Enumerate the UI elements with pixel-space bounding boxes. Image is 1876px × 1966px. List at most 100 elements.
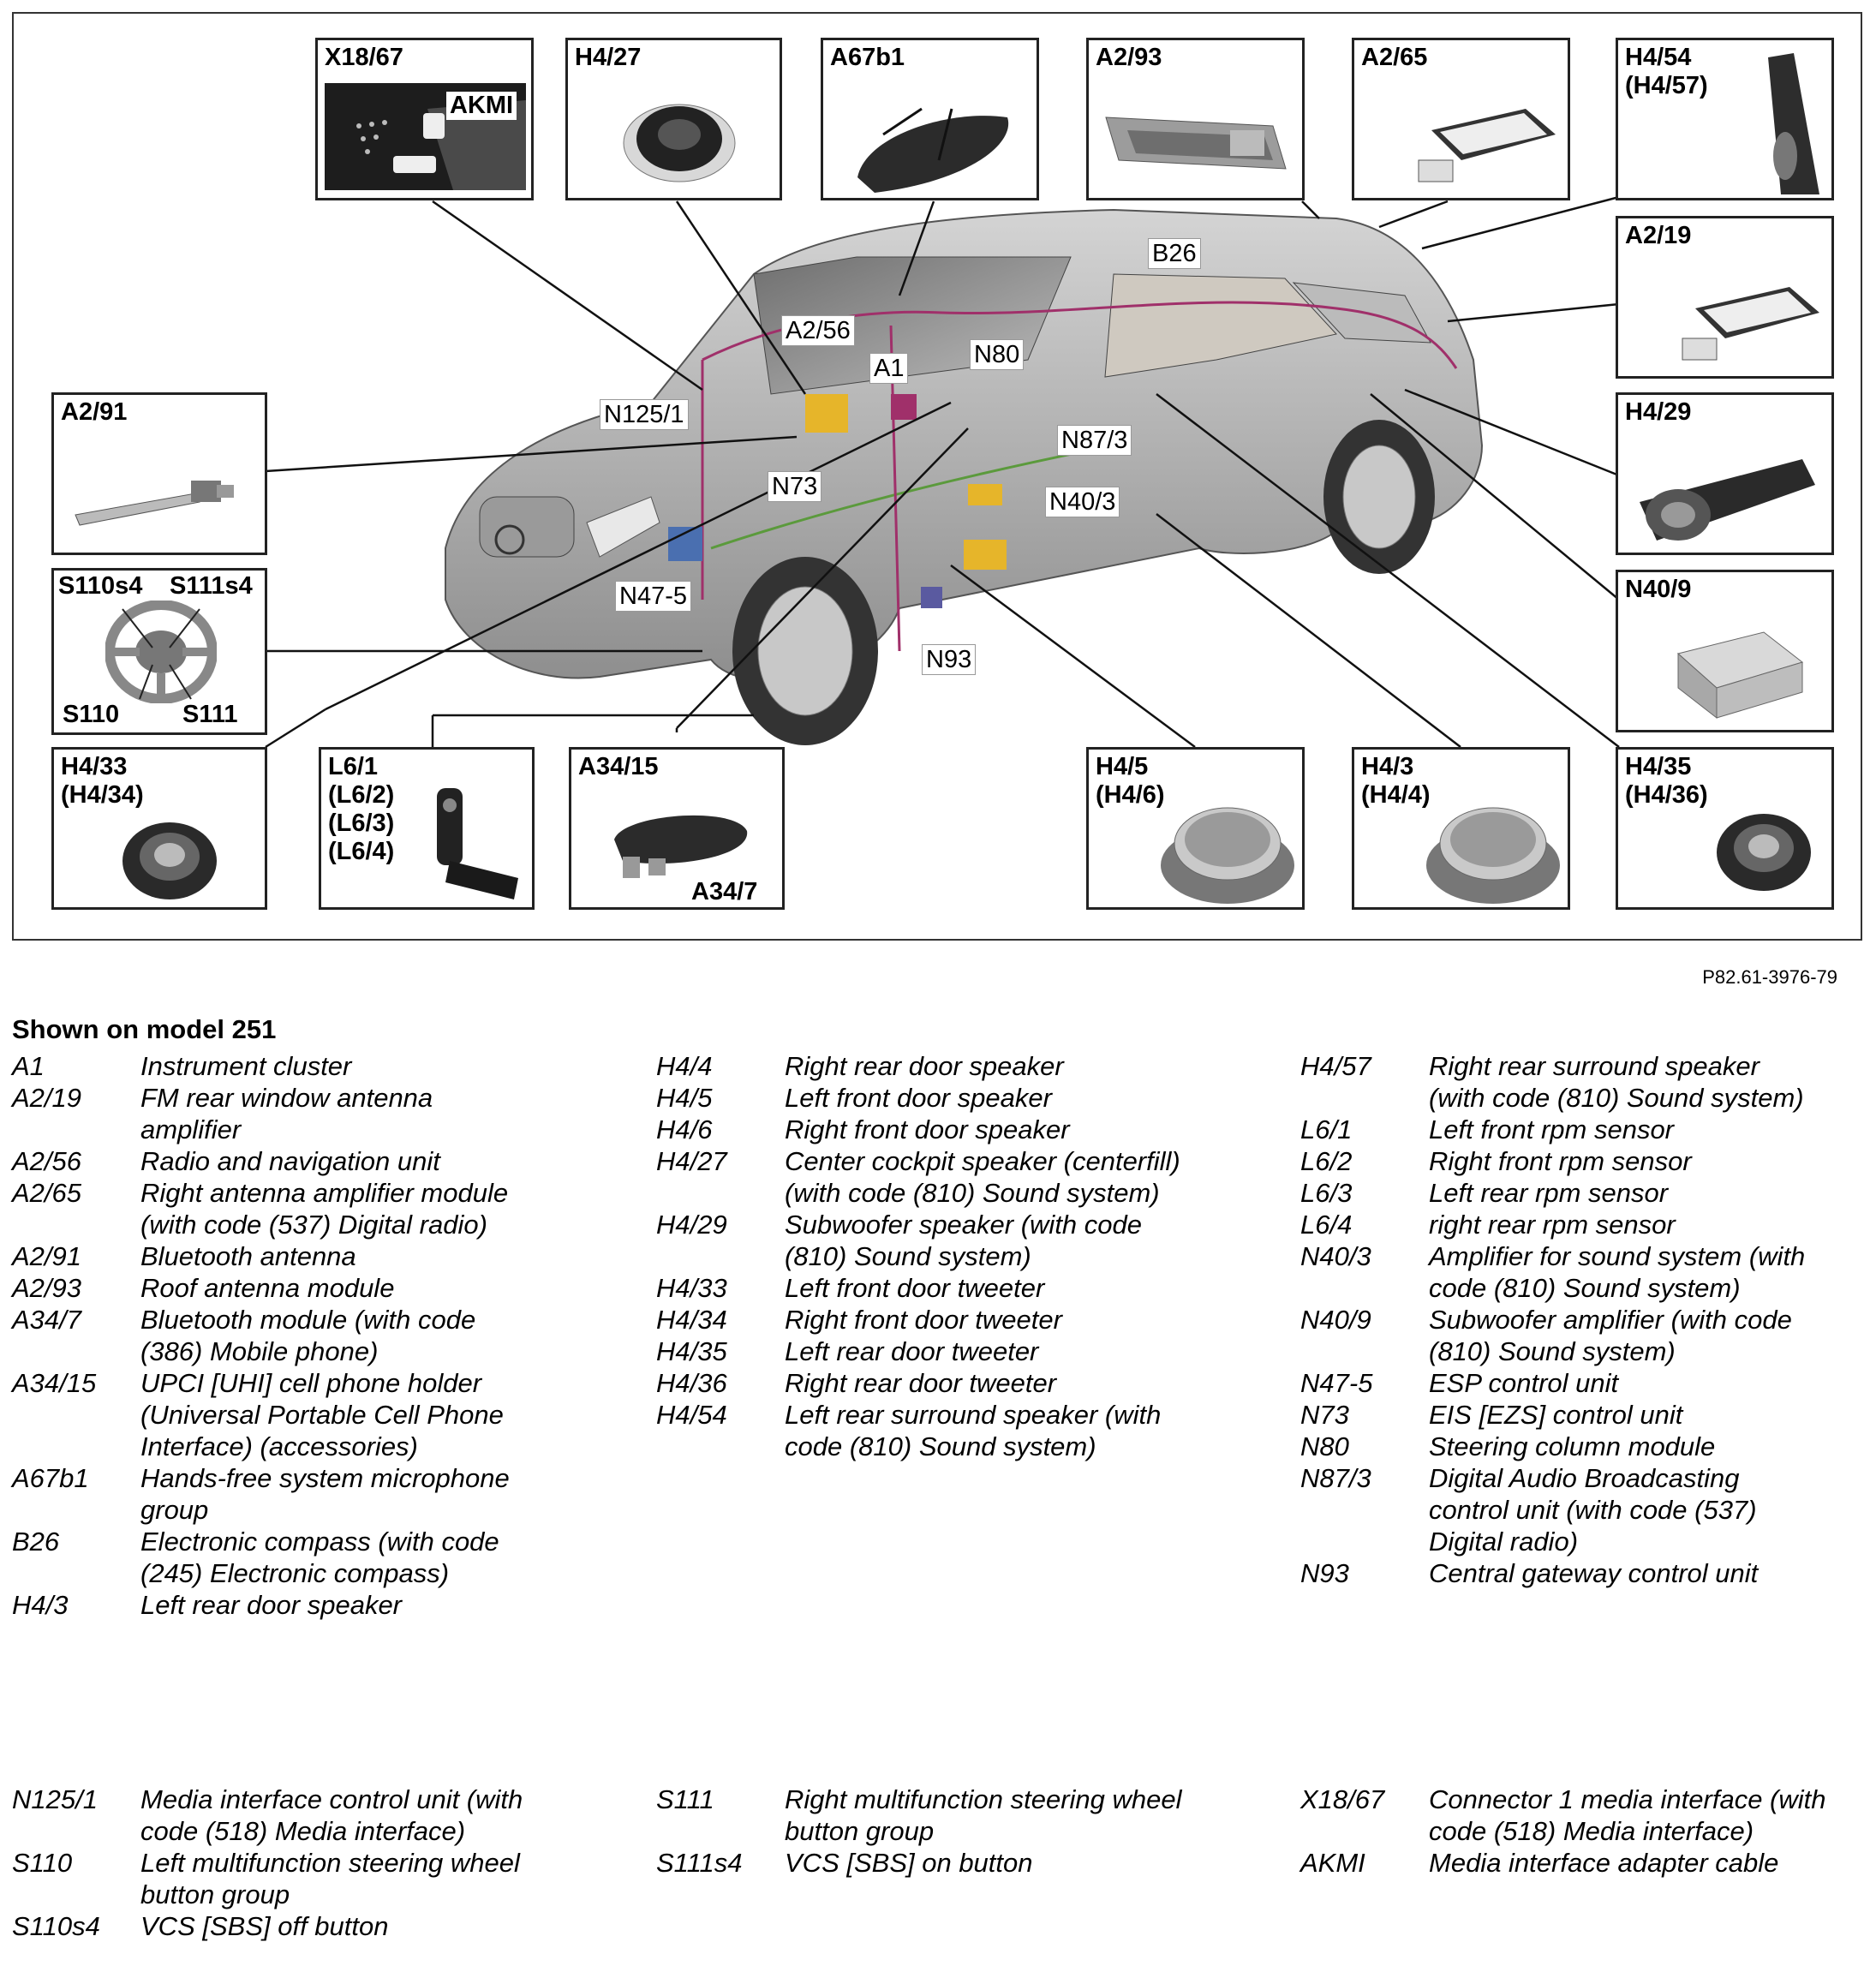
subwoofer-image <box>1640 459 1815 541</box>
bluetooth-antenna-image <box>75 481 234 526</box>
box-label-a2-91: A2/91 <box>61 398 128 426</box>
box-label-h4-35: H4/35 (H4/36) <box>1625 753 1708 809</box>
box-h4-5: H4/5 (H4/6) <box>1086 747 1305 910</box>
legend-code: H4/36 <box>656 1368 727 1398</box>
legend-description: Bluetooth antenna <box>140 1241 356 1271</box>
legend-code: N40/3 <box>1300 1241 1371 1271</box>
legend-description: Left front door tweeter <box>785 1273 1045 1303</box>
rear-tweeter-image <box>1717 814 1811 891</box>
legend-entry: A2/91 Bluetooth antenna <box>12 1240 629 1272</box>
legend-code: A34/15 <box>12 1368 97 1398</box>
box-h4-29: H4/29 <box>1616 392 1834 555</box>
legend-description: Bluetooth module (with code (386) Mobile… <box>140 1305 476 1366</box>
legend-description: UPCI [UHI] cell phone holder (Universal … <box>140 1368 504 1461</box>
legend-code: S111 <box>656 1784 714 1814</box>
legend-code: H4/33 <box>656 1273 727 1303</box>
box-label-s110s4: S110s4 <box>58 572 143 600</box>
legend-code: H4/54 <box>656 1400 727 1430</box>
box-label-h4-54: H4/54 (H4/57) <box>1625 44 1708 99</box>
legend-description: Left multifunction steering wheel button… <box>140 1848 520 1909</box>
legend-code: H4/6 <box>656 1114 713 1144</box>
box-label-h4-27: H4/27 <box>575 44 642 71</box>
car-label-n47-5: N47-5 <box>615 581 691 612</box>
legend-description: Subwoofer speaker (with code (810) Sound… <box>785 1210 1143 1271</box>
legend-entry: S111 Right multifunction steering wheel b… <box>656 1784 1273 1847</box>
box-h4-54: H4/54 (H4/57) <box>1616 38 1834 200</box>
legend-code: A1 <box>12 1051 45 1081</box>
phone-holder-image <box>614 815 748 878</box>
box-a34-15: A34/15 A34/7 <box>569 747 785 910</box>
box-h4-27: H4/27 <box>565 38 782 200</box>
legend-code: A2/93 <box>12 1273 82 1303</box>
legend-description: Left front door speaker <box>785 1083 1052 1113</box>
legend-code: S110 <box>12 1848 73 1878</box>
akmi-label: AKMI <box>446 92 517 120</box>
figure-id: P82.61-3976-79 <box>1702 966 1837 988</box>
car-label-a2-56: A2/56 <box>781 315 855 346</box>
legend-code: H4/3 <box>12 1590 69 1620</box>
box-a2-93: A2/93 <box>1086 38 1305 200</box>
legend-description: Center cockpit speaker (centerfill) (wit… <box>785 1146 1180 1208</box>
car-label-b26: B26 <box>1148 238 1201 269</box>
box-label-h4-5: H4/5 (H4/6) <box>1096 753 1165 809</box>
legend-code: A2/91 <box>12 1241 82 1271</box>
legend-description: Electronic compass (with code (245) Elec… <box>140 1527 499 1588</box>
legend-description: Right multifunction steering wheel butto… <box>785 1784 1182 1846</box>
legend-description: Amplifier for sound system (with code (8… <box>1429 1241 1806 1303</box>
antenna-amplifier-image <box>1418 109 1556 182</box>
legend-description: Hands-free system microphone group <box>140 1463 510 1525</box>
box-label-x18-67: X18/67 <box>325 44 403 71</box>
box-label-h4-29: H4/29 <box>1625 398 1692 426</box>
box-label-l6-1: L6/1 (L6/2) (L6/3) (L6/4) <box>328 753 395 865</box>
box-label-a67b1: A67b1 <box>830 44 905 71</box>
legend-code: B26 <box>12 1527 60 1557</box>
legend-code: N87/3 <box>1300 1463 1371 1493</box>
legend-code: L6/2 <box>1300 1146 1353 1176</box>
media-interface-connector-image <box>325 83 526 190</box>
car-label-n80: N80 <box>970 339 1025 370</box>
legend-description: ESP control unit <box>1429 1368 1619 1398</box>
legend-description: Instrument cluster <box>140 1051 352 1081</box>
car-label-n73: N73 <box>768 471 822 502</box>
surround-speaker-image <box>1768 53 1819 194</box>
legend-description: Right front door tweeter <box>785 1305 1062 1335</box>
box-label-s111s4: S111s4 <box>170 572 253 600</box>
legend-entry: N40/3 Amplifier for sound system (with co… <box>1300 1240 1866 1304</box>
box-label-a2-93: A2/93 <box>1096 44 1162 71</box>
box-label-s110: S110 <box>63 701 120 728</box>
legend-entry: S110 Left multifunction steering wheel bu… <box>12 1847 629 1910</box>
legend-description: Digital Audio Broadcasting control unit … <box>1429 1463 1757 1557</box>
box-label-a34-7: A34/7 <box>691 878 758 905</box>
legend-code: N47-5 <box>1300 1368 1373 1398</box>
box-h4-33: H4/33 (H4/34) <box>51 747 267 910</box>
legend-code: AKMI <box>1300 1848 1365 1878</box>
legend-description: Media interface control unit (with code … <box>140 1784 523 1846</box>
subwoofer-amplifier-image <box>1676 631 1804 720</box>
legend-description: Left rear surround speaker (with code (8… <box>785 1400 1162 1461</box>
legend-code: H4/29 <box>656 1210 727 1240</box>
legend-entry: N87/3 Digital Audio Broadcasting control … <box>1300 1462 1866 1557</box>
box-a2-91: A2/91 <box>51 392 267 555</box>
legend-description: EIS [EZS] control unit <box>1429 1400 1683 1430</box>
legend-code: A2/65 <box>12 1178 82 1208</box>
